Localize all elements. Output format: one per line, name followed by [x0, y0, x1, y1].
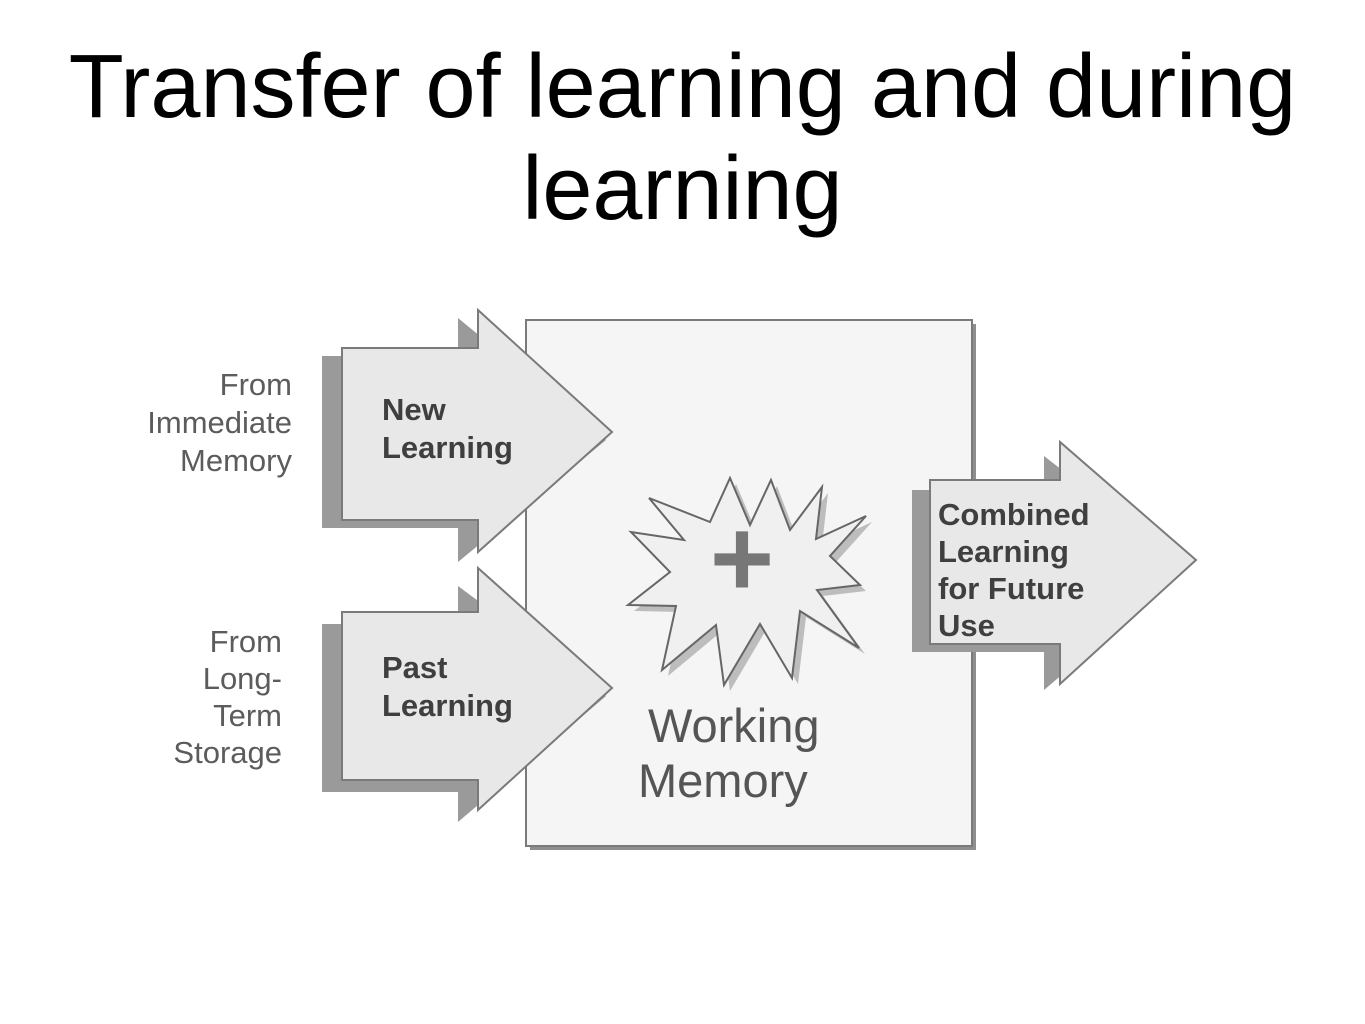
source-label-immediate-memory: From Immediate Memory — [147, 367, 292, 478]
source-top-line-2: Immediate — [147, 405, 292, 440]
arrow-bottom-line-1: Past — [382, 650, 447, 685]
arrow-out-line-2: Learning — [938, 534, 1069, 569]
arrow-top-line-1: New — [382, 392, 447, 427]
title-line-1: Transfer of learning and during — [68, 37, 1297, 137]
arrow-out-line-1: Combined — [938, 497, 1090, 532]
new-learning-label: New Learning — [382, 392, 513, 465]
arrow-top-line-2: Learning — [382, 430, 513, 465]
source-bottom-line-2: Long- — [203, 661, 282, 696]
past-learning-arrow — [322, 565, 614, 822]
box-label-line-1: Working — [648, 699, 820, 752]
source-bottom-line-3: Term — [213, 698, 282, 733]
new-learning-arrow — [322, 307, 614, 562]
source-bottom-line-4: Storage — [173, 735, 282, 770]
slide-title: Transfer of learning and during learning — [40, 36, 1325, 240]
source-top-line-1: From — [220, 367, 292, 402]
box-label-line-2: Memory — [638, 754, 808, 807]
source-bottom-line-1: From — [210, 624, 282, 659]
arrow-out-line-3: for Future — [938, 571, 1084, 606]
past-learning-label: Past Learning — [382, 650, 513, 723]
arrow-out-line-4: Use — [938, 608, 995, 643]
starburst-icon — [625, 475, 872, 691]
source-top-line-3: Memory — [180, 443, 292, 478]
combined-learning-label: Combined Learning for Future Use — [938, 497, 1090, 643]
plus-icon: + — [710, 497, 774, 620]
title-line-2: learning — [522, 139, 843, 239]
source-label-long-term-storage: From Long- Term Storage — [173, 624, 282, 770]
combined-learning-arrow — [912, 439, 1198, 690]
working-memory-label: Working Memory — [638, 699, 820, 807]
arrow-bottom-line-2: Learning — [382, 688, 513, 723]
